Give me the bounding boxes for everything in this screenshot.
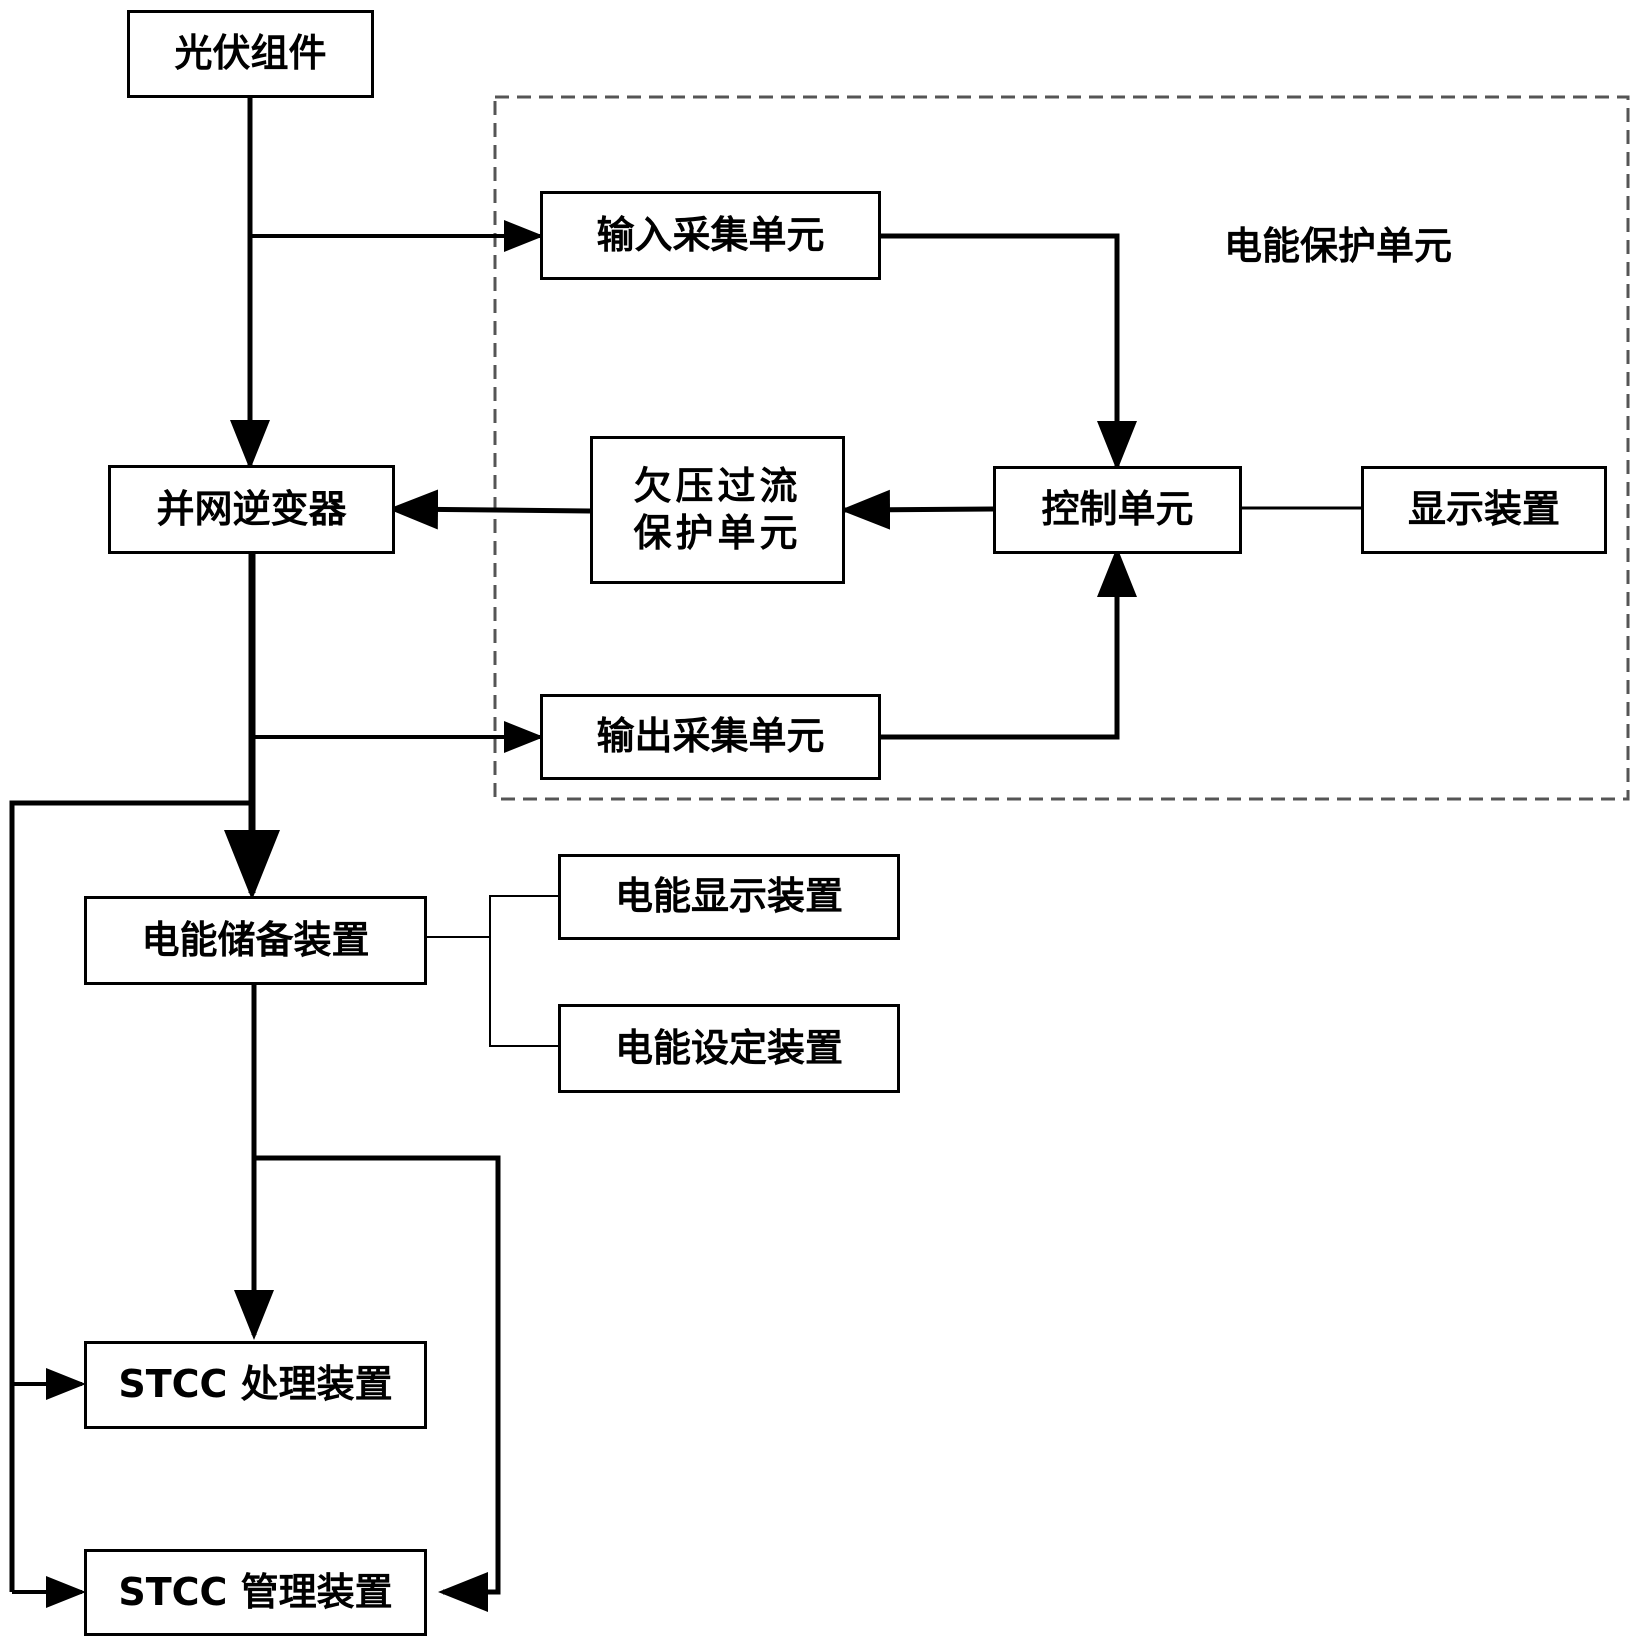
- energy-storage-label: 电能储备装置: [141, 917, 370, 962]
- pv-module-label: 光伏组件: [174, 31, 327, 76]
- undervoltage-to-inverter-connector: [388, 489, 591, 530]
- left-bus-connector: [9, 800, 252, 1592]
- input-collect-node: 输入采集单元: [540, 191, 881, 280]
- undervoltage-protection-text: 欠压过流 保护单元: [633, 463, 801, 558]
- energy-protection-group-boundary: [493, 95, 1630, 801]
- storage-to-energy-display-connector: [426, 895, 560, 938]
- energy-protection-group-label: 电能保护单元: [1224, 224, 1453, 268]
- grid-inverter-node: 并网逆变器: [108, 465, 395, 554]
- control-unit-label: 控制单元: [1041, 487, 1194, 532]
- undervoltage-protection-node: 欠压过流 保护单元: [590, 436, 845, 584]
- undervoltage-protection-line2: 保护单元: [633, 511, 802, 555]
- display-device-label: 显示装置: [1407, 487, 1560, 532]
- storage-to-stcc-management-connector: [254, 1155, 501, 1612]
- stcc-management-node: STCC 管理装置: [84, 1549, 427, 1636]
- stcc-processing-node: STCC 处理装置: [84, 1341, 427, 1429]
- stcc-management-label: STCC 管理装置: [118, 1569, 393, 1614]
- control-unit-node: 控制单元: [993, 466, 1242, 554]
- input-collect-to-control-connector: [880, 233, 1137, 471]
- storage-to-energy-setting-connector: [489, 937, 560, 1047]
- output-collect-to-control-connector: [880, 547, 1137, 740]
- energy-setting-label: 电能设定装置: [614, 1025, 843, 1070]
- energy-storage-node: 电能储备装置: [84, 896, 427, 985]
- grid-inverter-label: 并网逆变器: [156, 486, 347, 531]
- energy-display-label: 电能显示装置: [614, 874, 843, 919]
- control-to-undervoltage-connector: [840, 489, 994, 530]
- energy-display-node: 电能显示装置: [558, 854, 900, 940]
- input-collect-label: 输入采集单元: [596, 212, 825, 257]
- undervoltage-protection-line1: 欠压过流: [633, 463, 802, 508]
- output-collect-node: 输出采集单元: [540, 694, 881, 780]
- stcc-processing-label: STCC 处理装置: [118, 1362, 393, 1407]
- output-collect-label: 输出采集单元: [596, 714, 825, 759]
- display-device-node: 显示装置: [1361, 466, 1607, 554]
- energy-setting-node: 电能设定装置: [558, 1004, 900, 1093]
- pv-module-node: 光伏组件: [127, 10, 374, 98]
